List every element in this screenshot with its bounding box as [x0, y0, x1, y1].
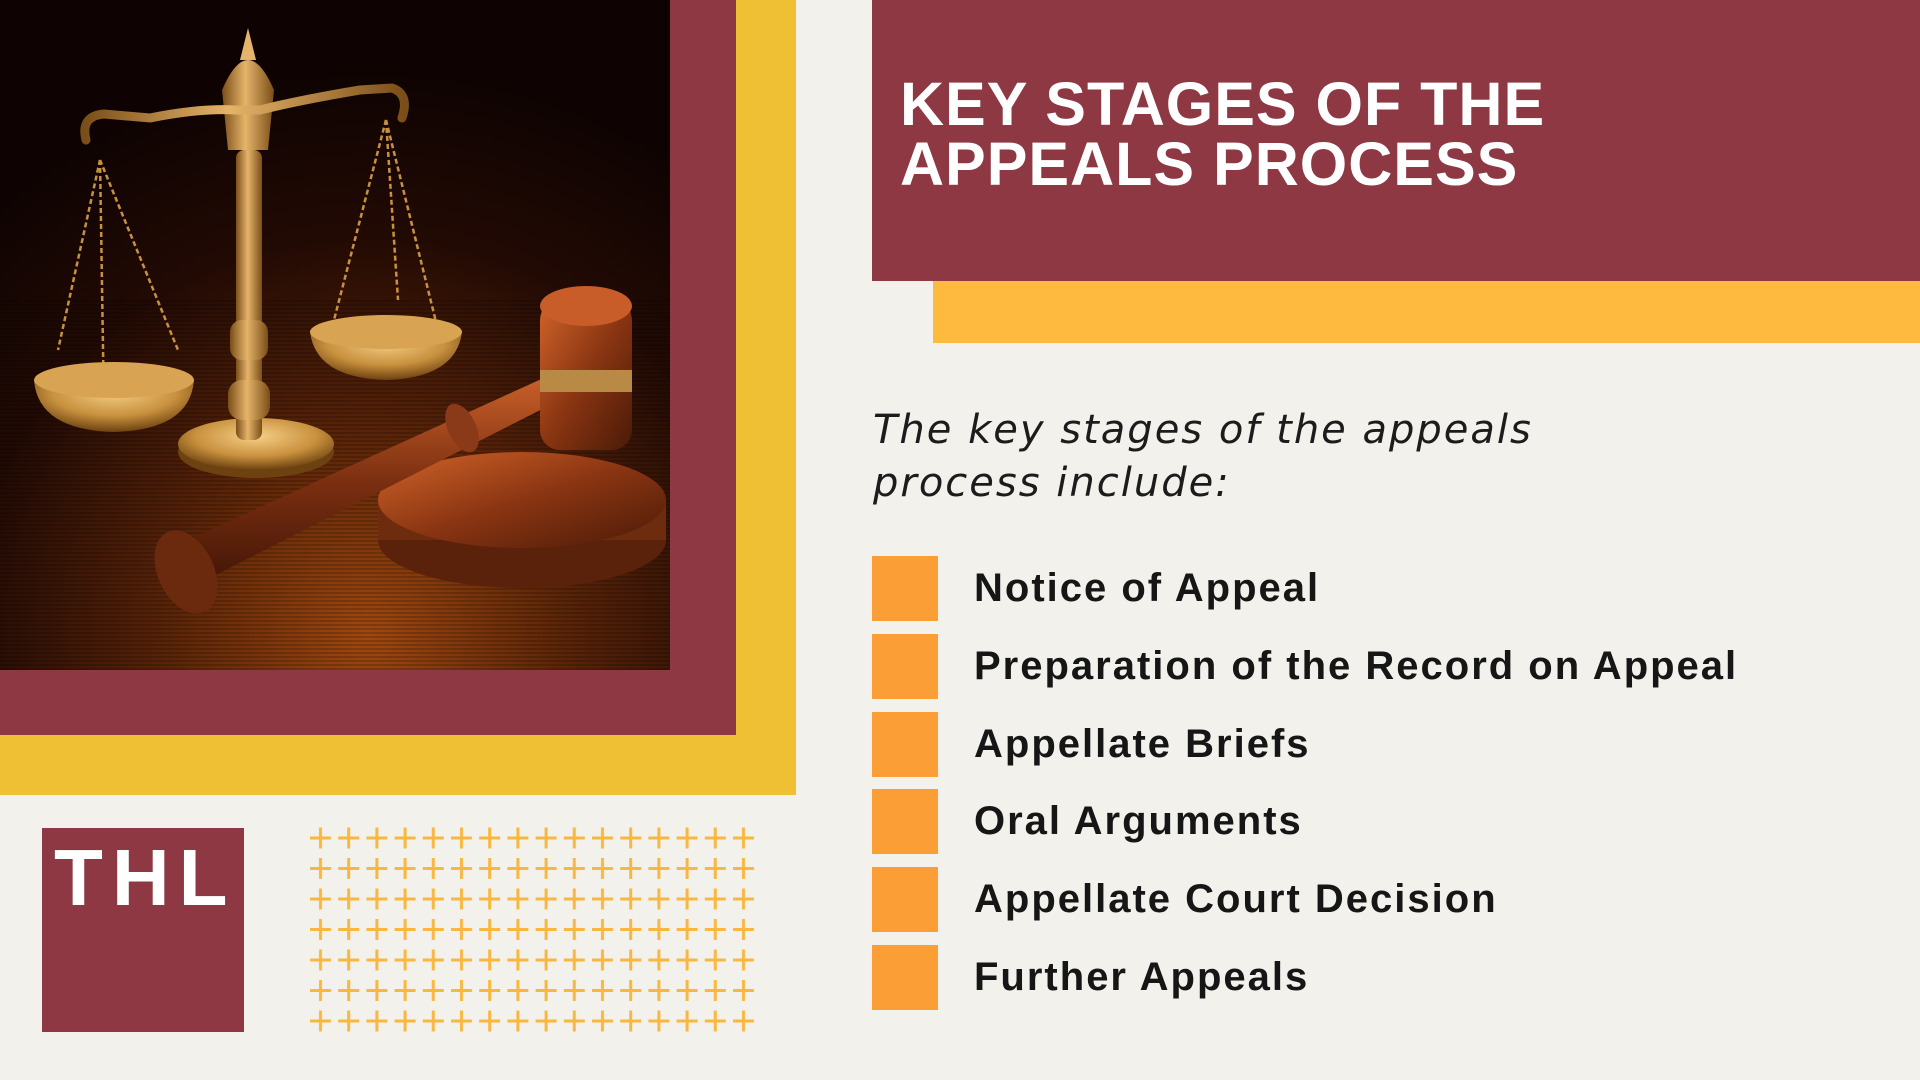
square-bullet-icon [872, 711, 938, 777]
list-item: Appellate Court Decision [872, 867, 1912, 933]
square-bullet-icon [872, 633, 938, 699]
thl-logo: THL [42, 828, 244, 1032]
list-item: Notice of Appeal [872, 556, 1912, 621]
plus-pattern-decoration [310, 827, 761, 1040]
intro-line-1: The key stages of the appeals [873, 407, 1533, 453]
stages-list: Notice of Appeal Preparation of the Reco… [872, 556, 1912, 1023]
logo-text: THL [54, 833, 237, 922]
square-bullet-icon [872, 944, 938, 1010]
stage-label: Oral Arguments [974, 799, 1303, 844]
list-item: Appellate Briefs [872, 711, 1912, 777]
title-accent-bar [933, 281, 1920, 343]
intro-line-2: process include: [873, 460, 1231, 506]
stage-label: Preparation of the Record on Appeal [974, 643, 1739, 688]
page-title-line-2: APPEALS PROCESS [900, 130, 1519, 198]
square-bullet-icon [872, 556, 938, 621]
list-item: Oral Arguments [872, 789, 1912, 855]
intro-text: The key stages of the appeals process in… [873, 404, 1773, 510]
page-title: KEY STAGES OF THE APPEALS PROCESS [900, 74, 1900, 195]
page-title-line-1: KEY STAGES OF THE [900, 70, 1546, 138]
list-item: Preparation of the Record on Appeal [872, 633, 1912, 699]
title-banner [872, 0, 1920, 281]
stage-label: Appellate Court Decision [974, 877, 1498, 922]
square-bullet-icon [872, 867, 938, 933]
stage-label: Notice of Appeal [974, 566, 1321, 610]
stage-label: Appellate Briefs [974, 721, 1311, 766]
stage-label: Further Appeals [974, 954, 1310, 999]
plus-icon [310, 827, 761, 1040]
hero-photo-scales-and-gavel [0, 0, 670, 670]
list-item: Further Appeals [872, 944, 1912, 1010]
square-bullet-icon [872, 789, 938, 855]
